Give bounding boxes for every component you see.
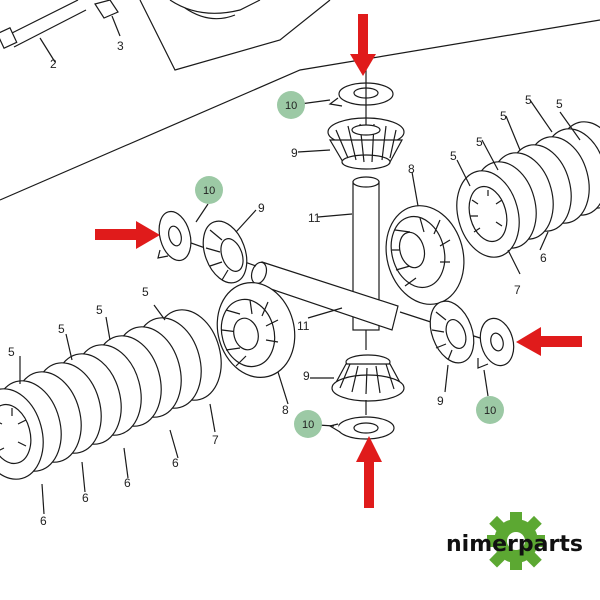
label-friction-disc: 6 [172,456,179,470]
badge-circle [277,91,305,119]
label-bolt: 2 [50,57,57,71]
label-bolt-washer: 3 [117,39,124,53]
label-disc-plate: 5 [476,135,483,149]
bolt-washer [94,0,121,37]
label-pinion-gear: 9 [437,394,444,408]
label-thrust-washer: 10 [285,100,297,112]
callout-labels: 2 3 10 10 10 10 9 9 9 9 8 8 11 11 5 5 5 … [8,39,563,528]
arrow-right [516,327,582,356]
pinion-gear-top [327,117,405,170]
label-side-gear: 8 [408,162,415,176]
badge-circle [294,410,322,438]
pinion-gear-right [429,300,475,364]
brand-name: nimerparts [446,532,583,557]
pinion-gear-bottom [331,354,405,402]
leader-lines [19,99,581,515]
label-cross-shaft: 11 [308,211,321,225]
label-pinion-gear: 9 [291,146,298,160]
label-pressure-plate: 7 [212,433,219,447]
label-friction-disc: 6 [40,514,47,528]
label-cross-shaft: 11 [297,319,310,333]
side-gear-right [385,205,465,305]
label-pinion-gear: 9 [258,201,265,215]
label-pinion-gear: 9 [303,369,310,383]
label-pressure-plate: 7 [514,283,521,297]
badge-circle [476,396,504,424]
brand-logo: nimerparts [446,512,583,570]
thrust-washer-top [328,82,394,107]
thrust-washer-bottom [328,400,395,440]
side-gear-left [216,282,296,378]
clutch-pack-left [0,309,222,480]
label-disc-plate: 5 [500,109,507,123]
arrow-bottom [356,436,382,508]
label-side-gear: 8 [282,403,289,417]
label-thrust-washer: 10 [302,419,314,431]
label-disc-plate: 5 [96,303,103,317]
red-arrows [95,14,582,508]
thrust-washer-left [157,210,192,262]
pinion-gear-left [202,220,248,284]
bolt [0,0,87,63]
label-friction-disc: 6 [540,251,547,265]
label-thrust-washer: 10 [203,185,215,197]
badge-circle [195,176,223,204]
label-disc-plate: 5 [525,93,532,107]
thrust-washer-right [477,317,515,369]
label-thrust-washer: 10 [484,405,496,417]
clutch-pack-right [456,121,600,258]
label-friction-disc: 6 [124,476,131,490]
arrow-top [350,14,376,76]
label-disc-plate: 5 [556,97,563,111]
arrow-left [95,221,160,249]
label-disc-plate: 5 [450,149,457,163]
label-disc-plate: 5 [58,322,65,336]
label-friction-disc: 6 [82,491,89,505]
label-disc-plate: 5 [8,345,15,359]
label-disc-plate: 5 [142,285,149,299]
gear-icon [487,512,545,570]
housing-outline [0,0,600,201]
highlight-badges [195,91,504,438]
